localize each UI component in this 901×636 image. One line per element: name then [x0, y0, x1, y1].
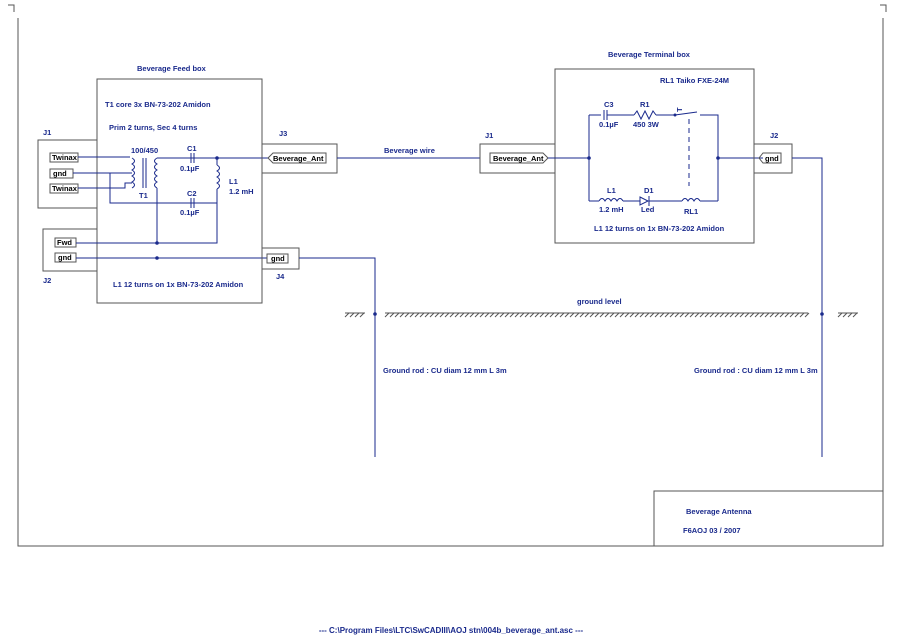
title-block — [653, 490, 884, 547]
c1-value: 0.1µF — [180, 164, 200, 173]
fwd-port-flag — [54, 237, 77, 248]
r1-name: R1 — [640, 100, 650, 109]
file-path: --- C:\Program Files\LTC\SwCADIII\AOJ st… — [319, 626, 584, 635]
beverage-ant-out-port: Beverage_Ant — [273, 154, 324, 163]
twinax-port-flag — [49, 152, 79, 163]
transformer-secondary-winding — [154, 157, 158, 189]
corner-mark — [8, 4, 15, 12]
wire — [76, 189, 218, 244]
relay-switch — [674, 111, 698, 116]
d1-value: Led — [641, 205, 655, 214]
ground-rod-right-label: Ground rod : CU diam 12 mm L 3m — [694, 366, 818, 375]
t1-ratio-label: 100/450 — [131, 146, 158, 155]
wire — [78, 182, 132, 189]
l1-note-terminal: L1 12 turns on 1x BN-73-202 Amidon — [594, 224, 725, 233]
junction-dot — [820, 312, 824, 316]
ground-rod-right — [792, 157, 823, 457]
feed-box-title: Beverage Feed box — [137, 64, 207, 73]
ground-rod-left — [299, 257, 376, 457]
gnd-j4-port: gnd — [271, 254, 285, 263]
r1-value: 450 3W — [633, 120, 660, 129]
ground-rod-left-label: Ground rod : CU diam 12 mm L 3m — [383, 366, 507, 375]
inductor-l1-feed — [216, 164, 220, 190]
beverage-ant-out-flag — [267, 152, 327, 164]
gnd-j4-flag — [266, 253, 289, 264]
capacitor-c2 — [190, 198, 195, 208]
transformer-primary-winding — [131, 157, 135, 189]
j2-left-label: J2 — [43, 276, 51, 285]
switch-mark: T — [675, 107, 684, 112]
twinax-port-flag — [49, 183, 79, 194]
j1-left-connector — [37, 139, 98, 209]
capacitor-c3 — [603, 110, 608, 120]
gnd-port-flag — [49, 168, 74, 179]
c3-value: 0.1µF — [599, 120, 619, 129]
transformer-core — [142, 158, 147, 188]
gnd-term-port: gnd — [765, 154, 779, 163]
capacitor-c1 — [190, 153, 195, 163]
j3-label: J3 — [279, 129, 287, 138]
twinax-port-2: Twinax — [52, 184, 78, 193]
twinax-port-1: Twinax — [52, 153, 78, 162]
wire — [700, 114, 719, 201]
terminal-box-title: Beverage Terminal box — [608, 50, 691, 59]
t1-label: T1 — [139, 191, 148, 200]
d1-name: D1 — [644, 186, 654, 195]
l1-value-terminal: 1.2 mH — [599, 205, 624, 214]
fwd-port: Fwd — [57, 238, 72, 247]
switch-contact — [673, 113, 677, 117]
terminal-box — [554, 68, 755, 244]
ground-line — [344, 312, 858, 318]
beverage-wire-label: Beverage wire — [384, 146, 435, 155]
sheet-border — [17, 18, 884, 547]
title-block-author-date: F6AOJ 03 / 2007 — [683, 526, 741, 535]
gnd-port-flag — [54, 252, 77, 263]
c1-name: C1 — [187, 144, 197, 153]
inductor-l1-terminal — [598, 198, 624, 202]
l1-name-feed: L1 — [229, 177, 238, 186]
relay-label: RL1 Taiko FXE-24M — [660, 76, 729, 85]
relay-coil-rl1 — [681, 198, 701, 202]
title-block-title: Beverage Antenna — [686, 507, 752, 516]
beverage-ant-in-port: Beverage_Ant — [493, 154, 544, 163]
l1-name-terminal: L1 — [607, 186, 616, 195]
junction-dot — [373, 312, 377, 316]
resistor-r1 — [633, 109, 657, 121]
c2-value: 0.1µF — [180, 208, 200, 217]
j2-left-connector — [42, 228, 98, 272]
j4-label: J4 — [276, 272, 285, 281]
t1-core-label: T1 core 3x BN-73-202 Amidon — [105, 100, 211, 109]
j1-right-label: J1 — [485, 131, 493, 140]
c2-name: C2 — [187, 189, 197, 198]
gnd-term-flag — [758, 152, 782, 164]
l1-note-feed: L1 12 turns on 1x BN-73-202 Amidon — [113, 280, 244, 289]
beverage-ant-in-flag — [489, 152, 549, 164]
gnd-port-2: gnd — [58, 253, 72, 262]
j2-right-label: J2 — [770, 131, 778, 140]
prim-sec-label: Prim 2 turns, Sec 4 turns — [109, 123, 197, 132]
rl1-label: RL1 — [684, 207, 698, 216]
l1-value-feed: 1.2 mH — [229, 187, 254, 196]
ground-level-label: ground level — [577, 297, 622, 306]
wire — [109, 173, 217, 204]
junction-dot — [155, 241, 159, 245]
c3-name: C3 — [604, 100, 614, 109]
gnd-port-1: gnd — [53, 169, 67, 178]
corner-mark — [880, 4, 887, 12]
j1-left-label: J1 — [43, 128, 51, 137]
